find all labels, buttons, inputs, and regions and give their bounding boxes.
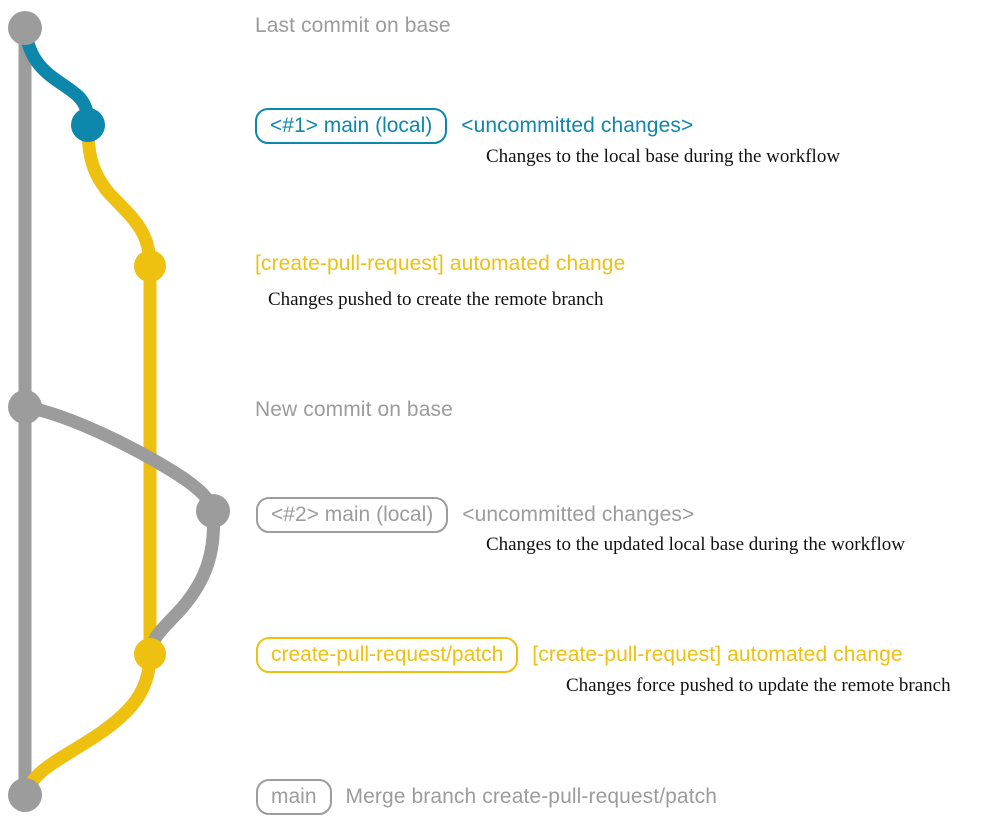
commit-subject-automated-change-2: [create-pull-request] automated change [532,643,903,666]
commit-note-automated-change-1: Changes pushed to create the remote bran… [268,289,604,310]
branch-badge-create-pull-request-patch[interactable]: create-pull-request/patch [256,637,519,673]
commit-note-local-1: Changes to the local base during the wor… [486,146,841,167]
node-base-new [8,390,42,424]
edge-base-new-to-local-2 [18,400,220,518]
row-automated-change-2: create-pull-request/patch [create-pull-r… [256,637,903,673]
node-patch-2 [134,638,166,670]
commit-note-automated-change-2: Changes force pushed to update the remot… [566,675,951,696]
row-local-2: <#2> main (local) <uncommitted changes> [256,497,694,533]
section-title-last-commit-on-base: Last commit on base [255,14,451,37]
row-automated-change-1: [create-pull-request] automated change [255,252,625,276]
commit-subject-local-2: <uncommitted changes> [462,503,695,526]
branch-badge-main-local-1[interactable]: <#1> main (local) [255,108,448,144]
commit-note-local-2: Changes to the updated local base during… [486,534,905,555]
edge-patch-2-to-merge [18,647,157,802]
row-local-1: <#1> main (local) <uncommitted changes> [255,108,693,144]
edge-local-2-to-patch-2 [143,504,220,661]
edge-local-1-to-patch-1 [81,118,157,273]
row-merge-commit: main Merge branch create-pull-request/pa… [256,779,717,815]
node-base-top [8,11,42,45]
node-merge [8,778,42,812]
section-title-new-commit-on-base: New commit on base [255,398,453,421]
row-new-commit-on-base: New commit on base [255,398,453,422]
node-local-2 [196,494,230,528]
node-local-1 [71,108,105,142]
branch-badge-main[interactable]: main [256,779,332,815]
row-last-commit-on-base: Last commit on base [255,14,451,38]
commit-subject-local-1: <uncommitted changes> [461,114,694,137]
node-patch-1 [134,250,166,282]
commit-subject-merge: Merge branch create-pull-request/patch [345,785,718,808]
branch-badge-main-local-2[interactable]: <#2> main (local) [256,497,449,533]
commit-subject-automated-change-1: [create-pull-request] automated change [255,252,626,275]
